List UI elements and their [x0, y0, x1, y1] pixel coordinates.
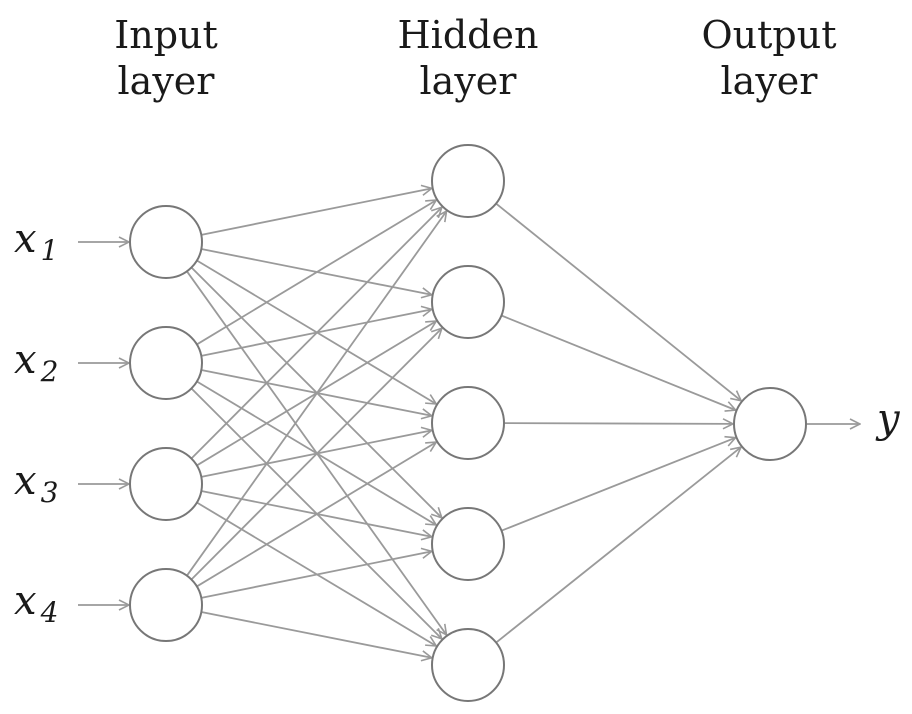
edge-hidden-4-to-output-1	[501, 438, 735, 532]
edge-input-3-to-hidden-1	[190, 207, 441, 460]
connections	[78, 188, 860, 657]
input-symbol: x	[14, 458, 37, 504]
edge-input-4-to-hidden-2	[190, 328, 441, 581]
edge-input-4-to-hidden-1	[186, 211, 447, 577]
hidden-neuron-1	[431, 144, 505, 218]
input-neuron-4	[129, 568, 203, 642]
edge-input-4-to-hidden-3	[196, 442, 436, 588]
input-symbol: x	[14, 578, 37, 624]
output-neuron-1	[733, 387, 807, 461]
output-layer-title-line2: layer	[721, 59, 819, 103]
edge-hidden-3-to-output-1	[503, 423, 733, 424]
input-neuron-2	[129, 326, 203, 400]
input-subscript: 2	[40, 355, 59, 388]
hidden-neuron-2	[431, 265, 505, 339]
input-neuron-1	[129, 205, 203, 279]
neurons	[129, 144, 807, 702]
input-layer-title-line1: Input	[114, 13, 218, 57]
input-layer-title-line2: layer	[118, 59, 216, 103]
edge-input-1-to-hidden-1	[201, 188, 431, 236]
input-subscript: 4	[40, 596, 59, 629]
output-label-y: y	[875, 396, 901, 442]
hidden-neuron-3	[431, 386, 505, 460]
input-symbol: x	[14, 337, 37, 383]
hidden-neuron-5	[431, 628, 505, 702]
input-neuron-3	[129, 447, 203, 521]
edge-input-2-to-hidden-1	[196, 200, 436, 346]
input-symbol: x	[14, 216, 37, 262]
output-layer-title-line1: Output	[702, 13, 837, 57]
edge-hidden-2-to-output-1	[501, 314, 735, 410]
hidden-layer-title-line2: layer	[420, 59, 518, 103]
edge-input-4-to-hidden-4	[201, 551, 431, 599]
input-subscript: 3	[41, 476, 59, 509]
edge-hidden-5-to-output-1	[495, 447, 741, 644]
edge-input-4-to-hidden-5	[201, 611, 431, 658]
hidden-layer-title-line1: Hidden	[398, 13, 539, 57]
input-subscript: 1	[41, 234, 59, 267]
hidden-neuron-4	[431, 507, 505, 581]
edge-hidden-1-to-output-1	[495, 202, 741, 401]
